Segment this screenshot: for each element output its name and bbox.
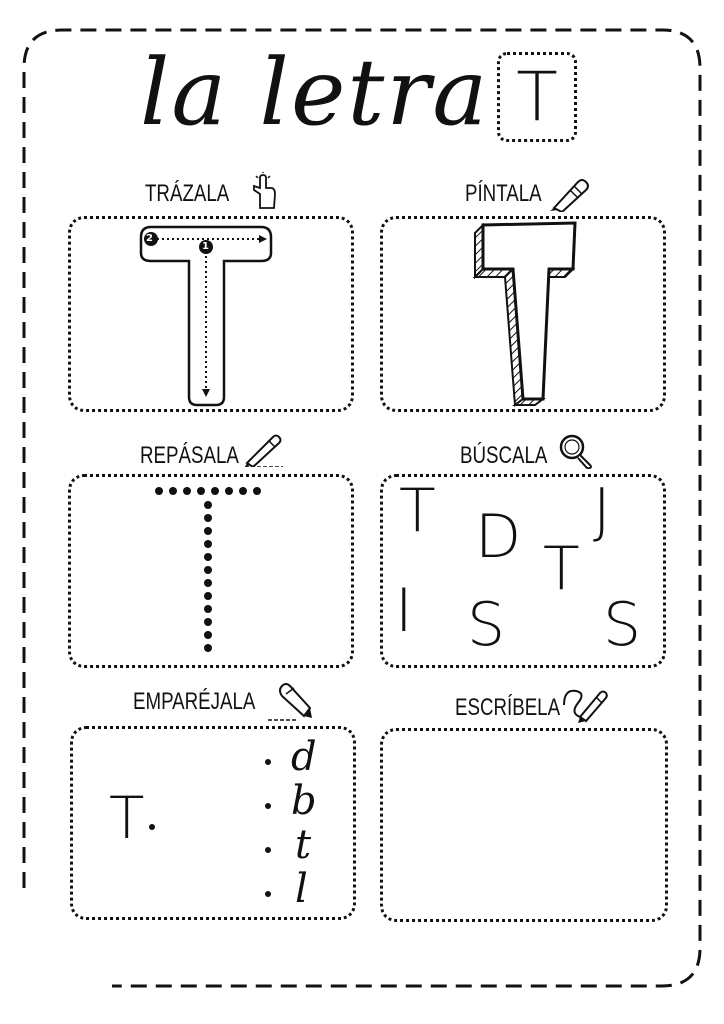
match-option-letter: b [291,778,317,824]
pointing-hand-icon [253,172,276,209]
color-panel[interactable] [380,216,666,412]
section-label-pintala: PÍNTALA [465,180,542,207]
crayon-icon [550,179,589,212]
section-label-trazala: TRÁZALA [145,180,230,207]
title-letter: T [516,57,558,137]
search-letter[interactable]: S [467,590,506,660]
match-option-letter: l [295,866,308,912]
trace-panel[interactable]: 2 1 [68,216,354,412]
search-letter[interactable]: T [399,476,436,546]
write-panel[interactable] [380,728,668,922]
pencil-scribble-icon [563,689,608,723]
search-letter[interactable]: S [603,590,642,660]
match-source-dot[interactable] [149,824,155,830]
match-option-letter: d [291,734,317,780]
page-title: la letra [140,38,489,148]
page-frame [22,28,702,988]
pencil-icon [268,683,312,721]
match-option-letter: t [295,822,312,868]
title-letter-box: T [497,52,577,142]
match-option-dot[interactable] [265,891,271,897]
section-label-buscala: BÚSCALA [460,442,548,469]
step-2-number: 2 [146,233,153,244]
match-option-dot[interactable] [265,847,271,853]
title-text: la letra [140,39,490,146]
match-panel[interactable]: T d b t l [70,726,356,920]
retrace-panel[interactable] [68,474,354,668]
pencil-icon [245,434,283,467]
section-label-emparejala: EMPARÉJALA [133,688,256,715]
search-letter[interactable]: D [475,502,522,572]
search-letter[interactable]: I [395,576,413,646]
search-letter[interactable]: J [593,476,611,546]
section-label-repasala: REPÁSALA [140,442,239,469]
search-letter[interactable]: T [543,534,580,604]
section-label-escribela: ESCRÍBELA [455,694,561,721]
step-1-number: 1 [202,241,209,252]
match-source-letter: T [109,784,145,852]
magnifier-icon [559,434,592,469]
match-option-dot[interactable] [265,803,271,809]
match-option-dot[interactable] [265,759,271,765]
search-panel[interactable]: T D J T I S S [380,474,666,668]
